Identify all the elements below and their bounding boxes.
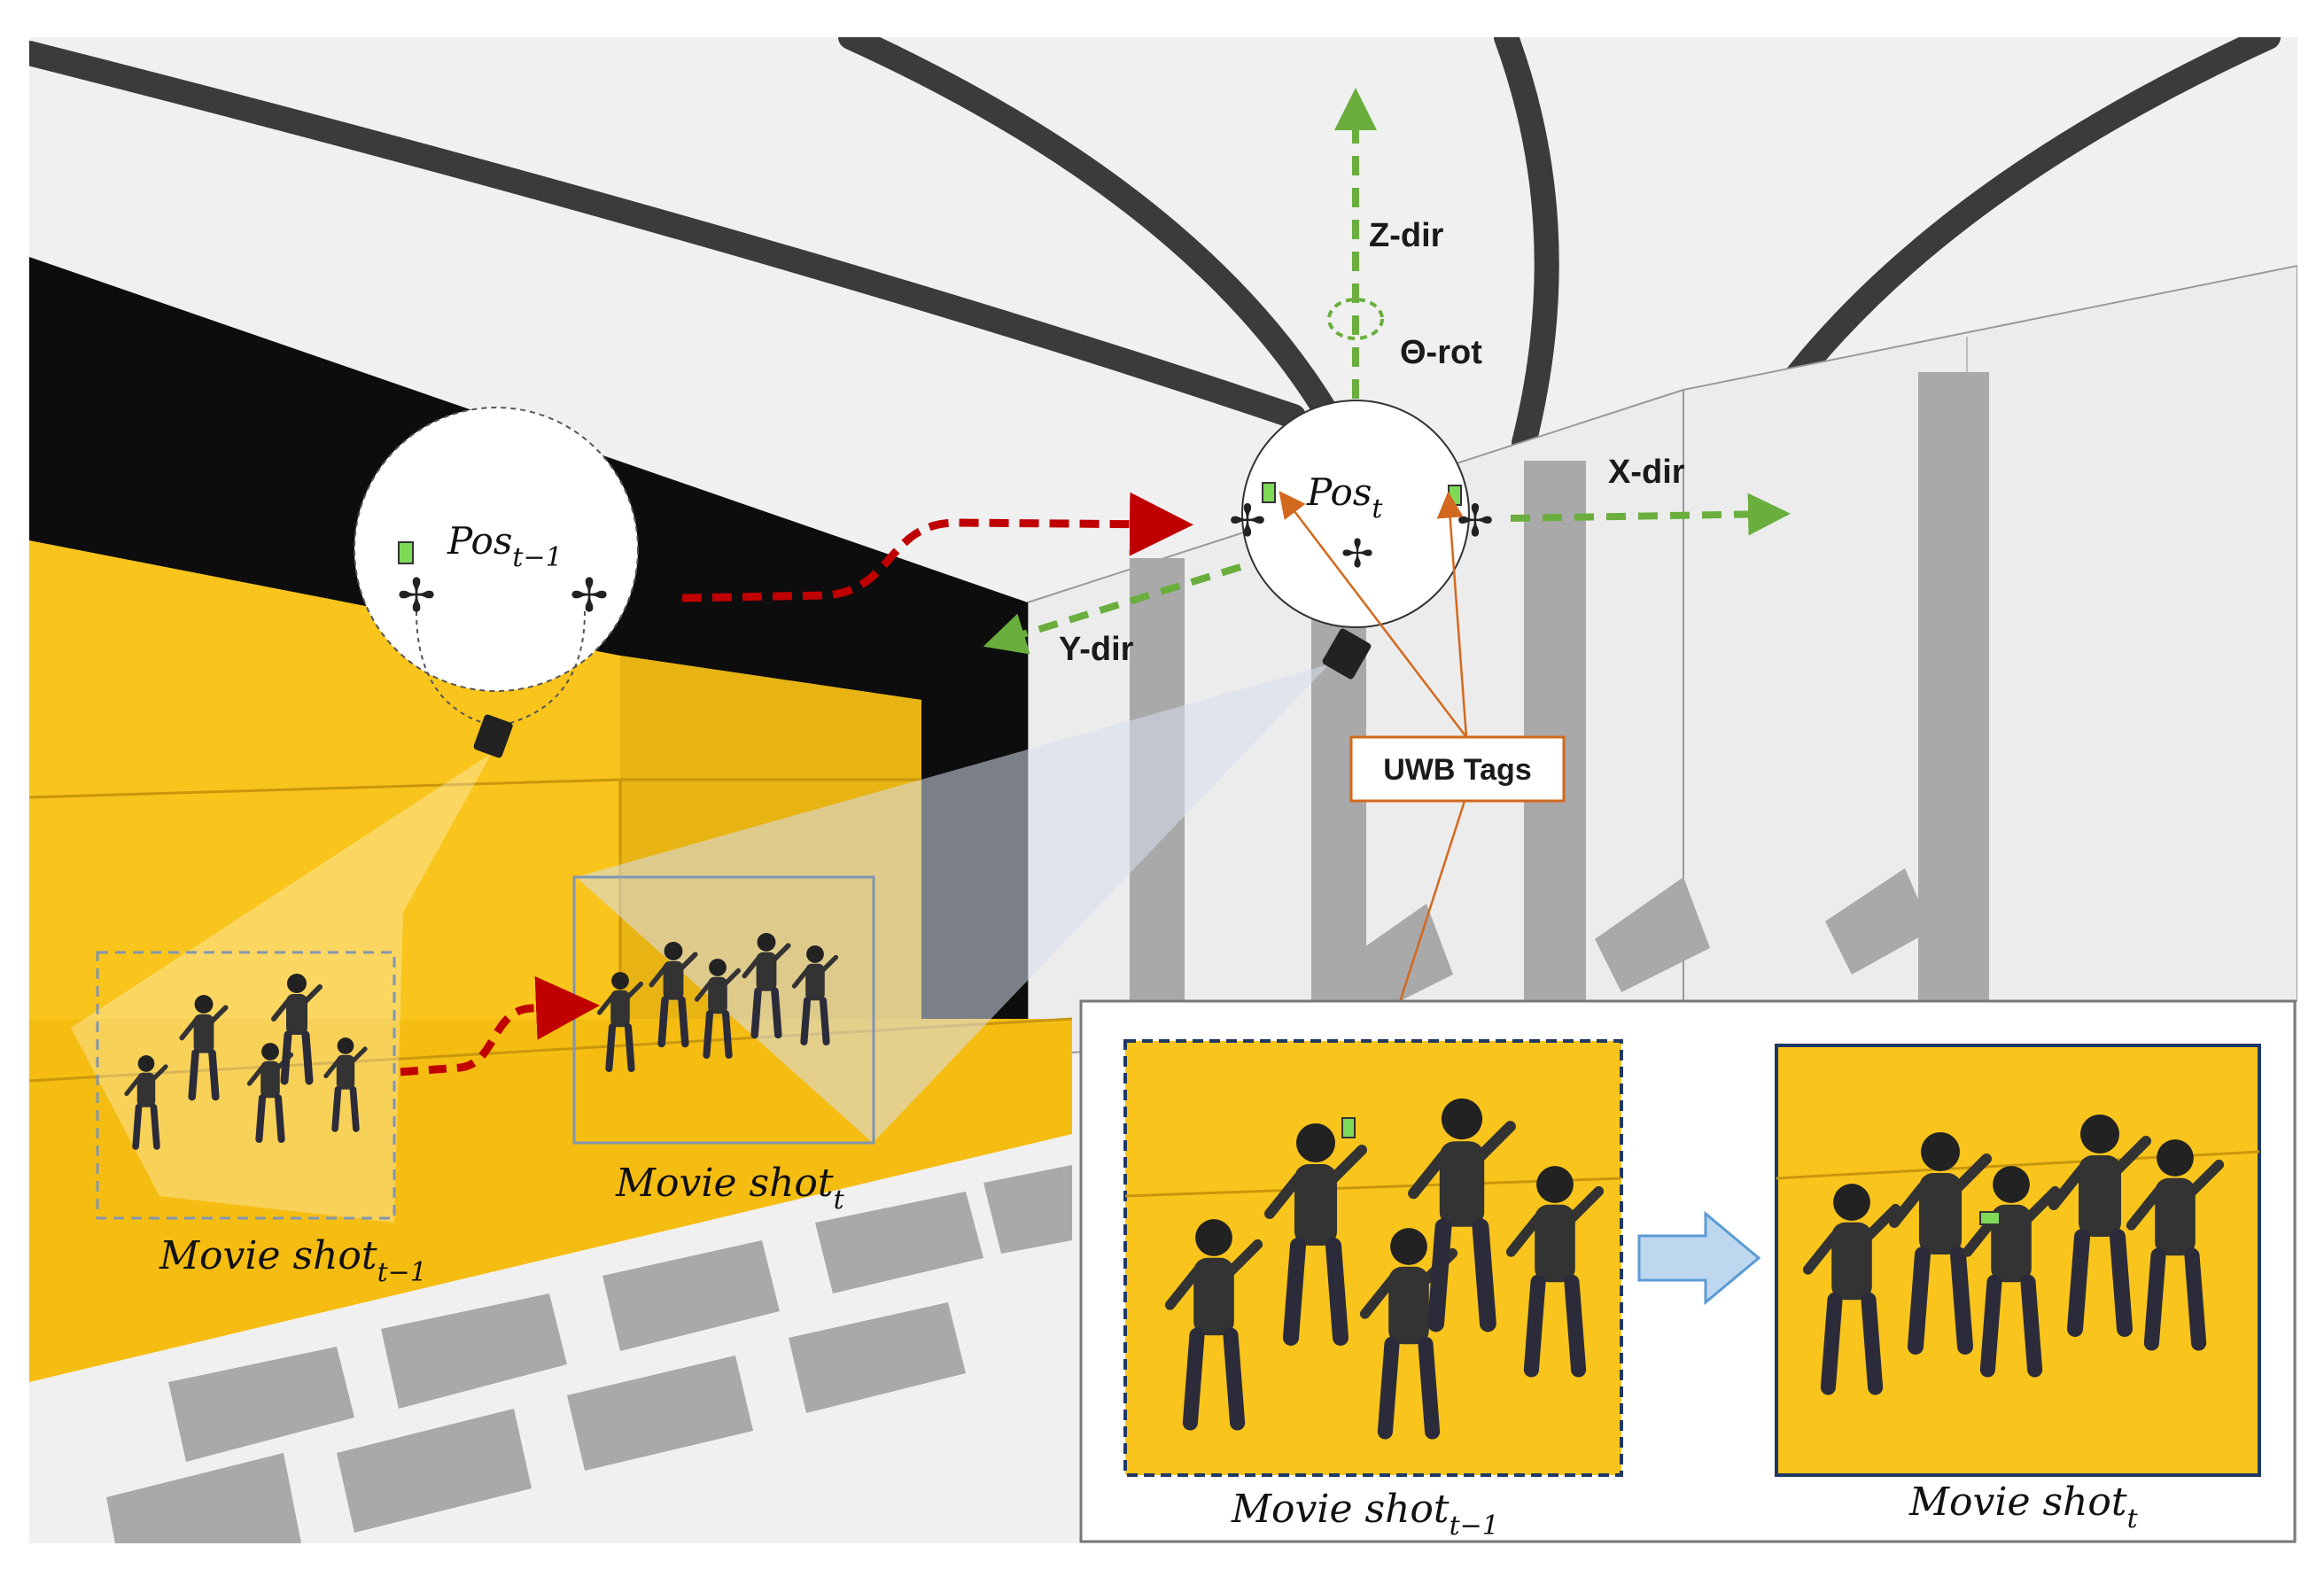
x-dir-label: X-dir (1608, 454, 1685, 491)
inset-transition-arrow (1637, 1210, 1761, 1306)
uwb-tag-icon (1262, 482, 1276, 503)
curr-camera-view-cone (576, 664, 1329, 1143)
x-dir-arrow (1510, 493, 1791, 536)
stage-shot-curr-caption: Movie shott (615, 1161, 845, 1216)
propeller-icon: ✢ (1457, 496, 1494, 546)
camera-icon (473, 714, 513, 758)
inset-shot-curr-caption: Movie shott (1908, 1480, 2139, 1534)
audience-seats (106, 868, 1931, 1543)
ceiling-beams (29, 37, 2281, 455)
drone-curr-label: Post (1306, 470, 1383, 524)
camera-icon (1322, 628, 1372, 680)
uwb-tag-icon (398, 541, 414, 564)
propeller-icon: ✢ (570, 571, 609, 622)
uwb-tag-icon (1979, 1211, 2001, 1225)
inset-shot-prev-caption: Movie shott−1 (1231, 1487, 1499, 1542)
uwb-tags-callout: UWB Tags (1279, 491, 1566, 1119)
theta-rot-label: Θ-rot (1400, 334, 1482, 371)
prev-camera-view-cone (71, 753, 492, 1223)
drone-prev-label: Post−1 (447, 519, 563, 573)
stage-shot-motion-arrow (400, 975, 600, 1076)
y-dir-arrow (983, 563, 1242, 655)
inset-panel (1079, 999, 2297, 1543)
drone-prev: ✢ ✢ Post−1 (354, 407, 639, 758)
uwb-tags-label: UWB Tags (1383, 753, 1531, 787)
axis-arrows (983, 88, 1791, 655)
y-dir-label: Y-dir (1059, 631, 1134, 668)
theta-rot-icon (1327, 298, 1384, 340)
drone-curr: ✢ ✢ ✢ Post (1229, 400, 1494, 680)
propeller-icon: ✢ (1229, 496, 1266, 546)
propeller-icon: ✢ (397, 571, 436, 622)
stage-shot-prev-frame (96, 951, 396, 1220)
drone-motion-arrow (681, 492, 1193, 602)
uwb-tag-icon (1341, 1117, 1356, 1138)
stage-shot-prev-caption: Movie shott−1 (159, 1233, 427, 1288)
propeller-icon: ✢ (1341, 532, 1374, 576)
z-dir-label: Z-dir (1369, 217, 1444, 254)
